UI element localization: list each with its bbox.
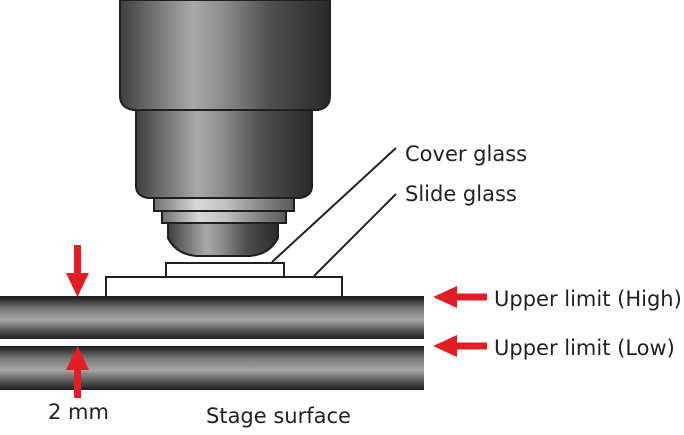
upper-limit-high-arrow-icon (433, 286, 487, 308)
stage-surface-label: Stage surface (206, 404, 351, 428)
stage-upper-limit-high (0, 296, 424, 339)
cover-glass-label: Cover glass (405, 142, 527, 166)
slide-glass-label: Slide glass (405, 182, 517, 206)
upper-limit-high-label: Upper limit (High) (494, 287, 682, 311)
slide-glass-leader-line (313, 193, 397, 277)
slide-glass (105, 276, 343, 298)
upper-limit-low-arrow-icon (433, 335, 487, 357)
distance-label: 2 mm (48, 400, 109, 424)
objective-lens-icon (119, 0, 331, 257)
cover-glass (165, 262, 285, 278)
up-arrow-icon (66, 346, 89, 398)
down-arrow-icon (66, 245, 89, 297)
cover-glass-leader-line (271, 147, 397, 263)
stage-upper-limit-low (0, 346, 424, 390)
upper-limit-low-label: Upper limit (Low) (494, 336, 675, 360)
